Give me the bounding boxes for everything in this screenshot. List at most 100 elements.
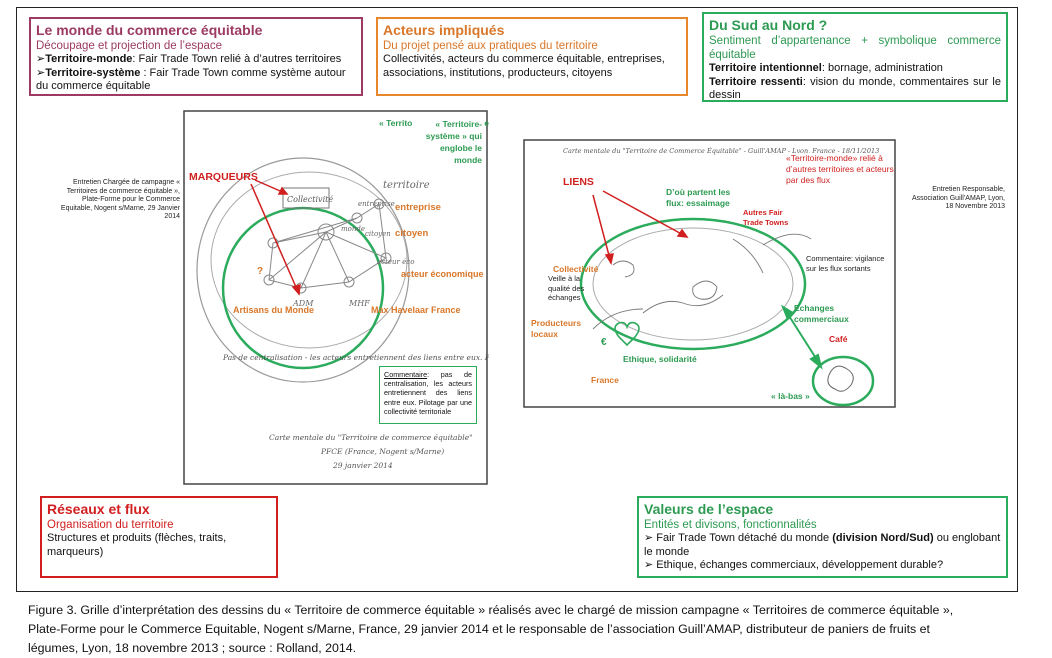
valeurs-bullet-2: ➢ Ethique, échanges commerciaux, dévelop… bbox=[644, 559, 944, 571]
node-top-right bbox=[351, 212, 363, 224]
left-interview-note: Entretien Chargée de campagne « Territoi… bbox=[60, 179, 180, 220]
entreprise-label: entreprise bbox=[395, 202, 441, 213]
collectivite-hand-label: Collectivité bbox=[287, 195, 333, 204]
la-bas-sketch bbox=[827, 365, 854, 392]
liens-arrowhead-2 bbox=[604, 253, 614, 265]
sud-nord-title: Du Sud au Nord ? bbox=[709, 17, 828, 33]
citoyen-hand: citoyen bbox=[365, 230, 391, 238]
acteurs-box: Acteurs impliqués Du projet pensé aux pr… bbox=[376, 17, 688, 96]
sud-nord-subtitle: Sentiment d’appartenance + symbolique co… bbox=[709, 35, 1001, 61]
marqueurs-arrowhead-2 bbox=[291, 283, 301, 296]
acteur-economique-line: acteur économique bbox=[401, 269, 484, 279]
producteurs-label: Producteurs locaux bbox=[531, 318, 582, 339]
la-bas-circle bbox=[811, 355, 875, 407]
left-comment-box: Commentaire: pas de centralisation, les … bbox=[379, 366, 477, 424]
sud-nord-line2-rest: : vision du monde, commentaires sur le d… bbox=[709, 75, 1001, 102]
liens-label: LIENS bbox=[563, 176, 594, 188]
veille-label: Veille à la qualité des échanges bbox=[548, 274, 585, 302]
network-links bbox=[268, 203, 387, 289]
reseaux-body: Structures et produits (flèches, traits,… bbox=[47, 532, 227, 558]
acteurs-title: Acteurs impliqués bbox=[383, 22, 505, 38]
sud-nord-line2-bold: Territoire ressenti bbox=[709, 75, 803, 88]
sketch-path-3 bbox=[592, 308, 644, 330]
artisans-label: Artisans du Monde bbox=[233, 305, 314, 315]
max-havelaar-label: Max Havelaar France bbox=[371, 305, 461, 315]
valeurs-bullet-1-bold: (division Nord/Sud) bbox=[832, 532, 934, 544]
node-bottom bbox=[343, 276, 355, 288]
echanges-label: Echanges commerciaux bbox=[794, 303, 849, 324]
caption-line-2: Plate-Forme pour le Commerce Equitable, … bbox=[28, 622, 930, 636]
territoire-monde-ellipse bbox=[579, 217, 807, 351]
node-top-left bbox=[267, 237, 279, 249]
caption-line-3: légumes, Lyon, 18 novembre 2013 ; source… bbox=[28, 641, 357, 655]
sud-nord-line2: Territoire ressenti: vision du monde, co… bbox=[709, 76, 1001, 103]
mhf-hand: MHF bbox=[348, 299, 370, 308]
signature-line-3: 29 janvier 2014 bbox=[332, 461, 393, 470]
echanges-arrow-1 bbox=[790, 318, 820, 364]
sud-nord-line1: Territoire intentionnel: bornage, admini… bbox=[709, 62, 1001, 76]
sud-nord-box: Du Sud au Nord ? Sentiment d’appartenanc… bbox=[702, 12, 1008, 102]
monde-subtitle: Découpage et projection de l’espace bbox=[36, 40, 223, 52]
france-label: France bbox=[591, 375, 619, 385]
entreprise-hand: entreprise bbox=[358, 200, 395, 208]
valeurs-subtitle: Entités et divisons, fonctionnalités bbox=[644, 519, 817, 531]
signature-line-1: Carte mentale du "Territoire de commerce… bbox=[269, 433, 473, 442]
liens-arrow-1 bbox=[602, 190, 688, 238]
liens-arrowhead-1 bbox=[676, 228, 689, 238]
monde-line2-bold: Territoire-système bbox=[45, 66, 141, 79]
sketch-path-2 bbox=[732, 238, 764, 274]
inner-pencil-ellipse bbox=[592, 227, 794, 341]
liens-arrow-2 bbox=[592, 194, 612, 264]
sketch-path-4 bbox=[762, 233, 812, 246]
ethique-label: Ethique, solidarité bbox=[623, 354, 697, 364]
acteur-hand: acteur éco bbox=[377, 258, 414, 266]
right-header-hand: Carte mentale du "Territoire de Commerce… bbox=[563, 146, 879, 155]
valeurs-bullet-1-post: ou englobant le monde bbox=[644, 532, 1001, 558]
figure-caption: Figure 3. Grille d’interprétation des de… bbox=[28, 601, 1038, 658]
territoire-systeme-label-block: « Territoire-système » qui englobe le mo… bbox=[412, 118, 482, 166]
sketch-path-1 bbox=[642, 294, 724, 314]
sketch-swirl-1 bbox=[612, 260, 635, 278]
node-right bbox=[380, 252, 392, 264]
liens-arrows bbox=[592, 190, 689, 265]
heart-sketch bbox=[614, 321, 640, 347]
monde-line2: ➢Territoire-système : Fair Trade Town co… bbox=[36, 66, 346, 93]
marqueurs-arrowhead-1 bbox=[277, 186, 289, 195]
monde-line1-rest: : Fair Trade Town relié à d’autres terri… bbox=[132, 53, 342, 65]
monde-line1: ➢Territoire-monde: Fair Trade Town relié… bbox=[36, 53, 342, 65]
valeurs-box: Valeurs de l’espace Entités et divisons,… bbox=[637, 496, 1008, 578]
echanges-arrowhead-2 bbox=[780, 304, 795, 319]
right-interview-note: Entretien Responsable, Association Guill… bbox=[912, 186, 1005, 210]
reseaux-title: Réseaux et flux bbox=[47, 501, 150, 517]
ada-hand: ADM bbox=[292, 299, 314, 308]
comment-text: : pas de centralisation, les acteurs ent… bbox=[384, 370, 472, 416]
comment-label: Commentaire bbox=[384, 370, 428, 379]
territoire-systeme-text: « Territoire-système » qui englobe le mo… bbox=[425, 119, 482, 165]
marqueurs-arrows bbox=[250, 179, 301, 296]
sud-nord-line1-bold: Territoire intentionnel bbox=[709, 62, 822, 74]
monde-hand: monde bbox=[341, 225, 365, 233]
territoire-hand: territoire bbox=[383, 180, 430, 191]
reseaux-box: Réseaux et flux Organisation du territoi… bbox=[40, 496, 278, 578]
question-mark: ? bbox=[257, 266, 263, 277]
signature-line-2: PFCE (France, Nogent s/Marne) bbox=[320, 447, 444, 456]
citoyen-label: citoyen bbox=[395, 228, 428, 239]
outer-pencil-circle bbox=[196, 157, 410, 383]
marqueurs-label: MARQUEURS bbox=[189, 171, 258, 183]
la-bas-label: « là-bas » bbox=[771, 391, 810, 401]
node-far-right bbox=[373, 198, 385, 210]
acteurs-subtitle: Du projet pensé aux pratiques du territo… bbox=[383, 40, 598, 52]
euro-symbol: € bbox=[601, 337, 607, 348]
monde-line2-rest: : Fair Trade Town comme système autour d… bbox=[36, 66, 346, 93]
echanges-arrowhead-1 bbox=[809, 353, 823, 370]
monde-box: Le monde du commerce équitable Découpage… bbox=[29, 17, 363, 96]
sketch-swirl-2 bbox=[692, 280, 718, 300]
inner-pencil-circle bbox=[210, 171, 408, 349]
acteur-economique-label: acteur économique bbox=[401, 269, 484, 279]
node-centre bbox=[317, 223, 335, 241]
commentaire-vigilance-label: Commentaire: vigilance sur les flux sort… bbox=[806, 254, 885, 273]
pencil-note: Pas de centralisation - les acteurs entr… bbox=[222, 353, 489, 362]
valeurs-title: Valeurs de l’espace bbox=[644, 501, 774, 517]
valeurs-bullet-2-text: Ethique, échanges commerciaux, développe… bbox=[656, 559, 944, 571]
echanges-arrows bbox=[780, 304, 823, 370]
